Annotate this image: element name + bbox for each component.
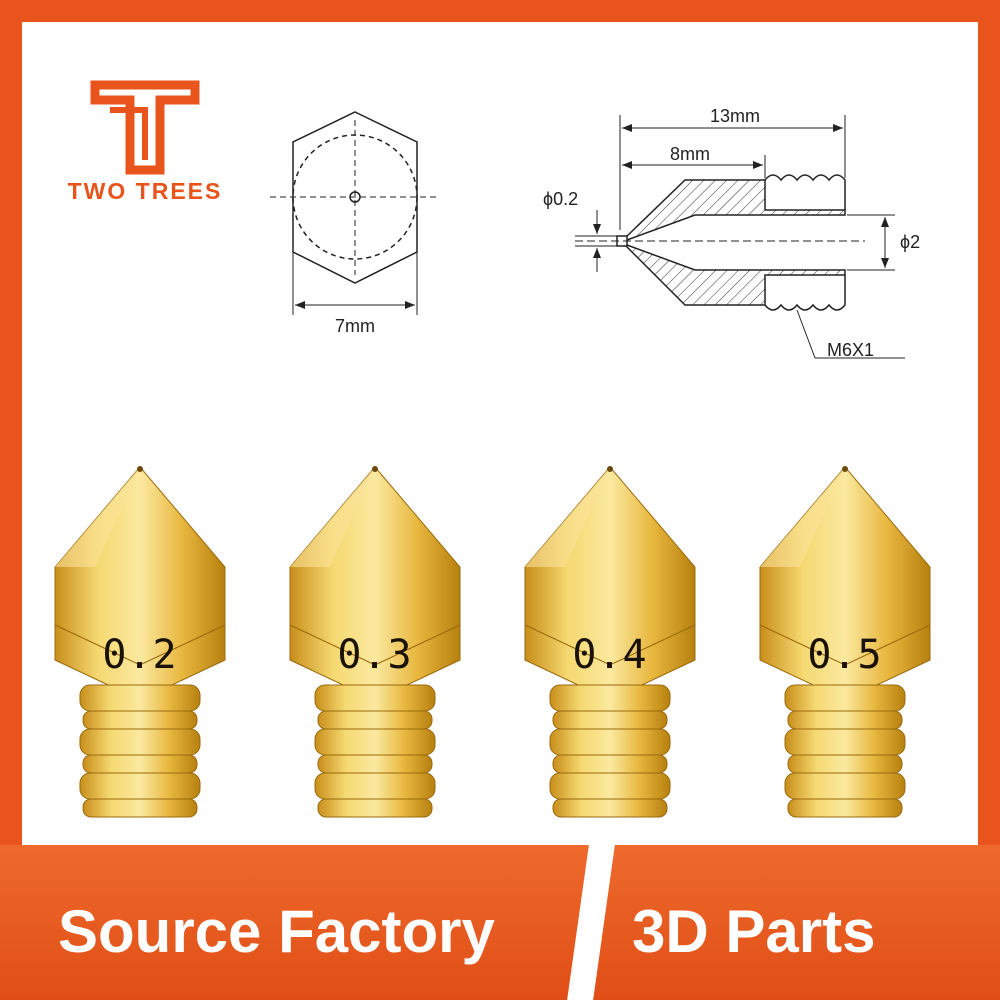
- nozzle-size-label: 0.2: [102, 632, 178, 678]
- length-label: 13mm: [710, 106, 760, 126]
- banner-right-panel: 3D Parts: [590, 845, 1000, 1000]
- nozzle-section-diagram: 13mm 8mm ϕ0.2 ϕ2 M6X1: [535, 100, 945, 375]
- brass-nozzle-icon: [759, 466, 931, 818]
- brass-nozzle-icon: [289, 466, 461, 818]
- brass-nozzle-icon: [54, 466, 226, 818]
- tip-diameter-label: ϕ0.2: [543, 189, 578, 209]
- banner-left-panel: Source Factory: [0, 845, 590, 1000]
- thread-spec-label: M6X1: [827, 340, 874, 360]
- hex-width-label: 7mm: [335, 316, 375, 336]
- nozzle-size-label: 0.3: [337, 632, 413, 678]
- nozzle-size-label: 0.4: [572, 632, 648, 678]
- brand-name: TWO TREES: [67, 178, 223, 204]
- nozzle-0-3: 0.3: [270, 455, 480, 855]
- nozzle-0-4: 0.4: [505, 455, 715, 855]
- nozzle-0-5: 0.5: [740, 455, 950, 855]
- hex-front-diagram: 7mm: [265, 100, 465, 345]
- nozzle-row: 0.2 0.3: [30, 455, 970, 855]
- bottom-banner: Source Factory 3D Parts: [0, 845, 1000, 1000]
- nozzle-size-label: 0.5: [807, 632, 883, 678]
- banner-right-text: 3D Parts: [632, 898, 876, 965]
- thread-length-label: 8mm: [670, 144, 710, 164]
- brass-nozzle-icon: [524, 466, 696, 818]
- nozzle-0-2: 0.2: [35, 455, 245, 855]
- two-trees-logo-icon: [90, 80, 200, 175]
- brand-logo: TWO TREES: [40, 80, 250, 210]
- banner-left-text: Source Factory: [58, 898, 495, 965]
- bore-diameter-label: ϕ2: [900, 232, 920, 252]
